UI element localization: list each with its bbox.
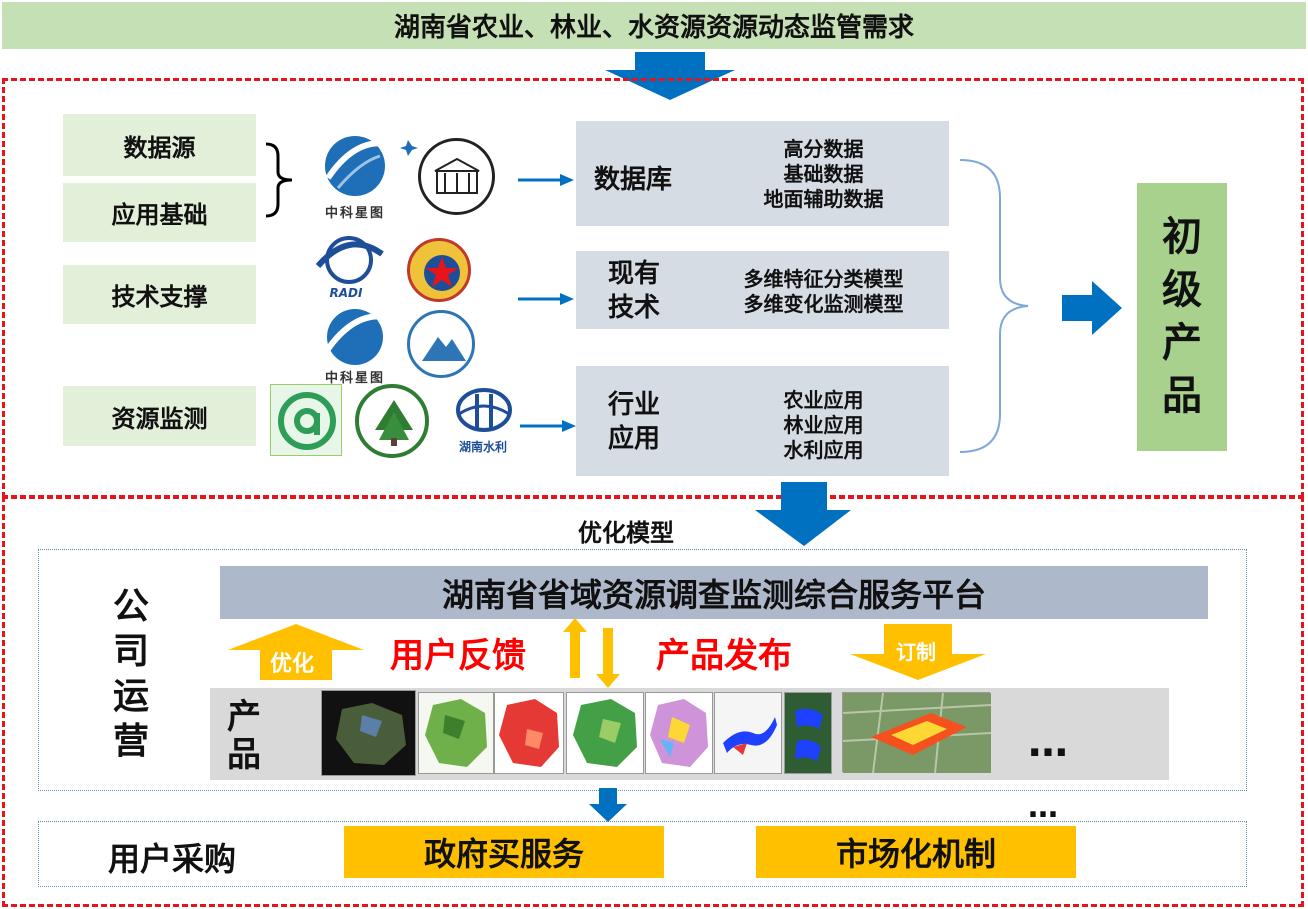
radi-logo: RADI	[314, 236, 384, 302]
zhongke-logo-1: 中科星图	[310, 128, 418, 223]
product-map-thumb-3	[494, 692, 564, 774]
feedback-up-arrow	[563, 618, 587, 678]
map-shape-icon-5	[650, 699, 708, 767]
forestry-university-logo	[407, 310, 475, 378]
map-shape-icon	[336, 703, 406, 765]
zhongke-logo-2: 中科星图	[310, 305, 410, 386]
lower-section-frame	[2, 496, 1304, 907]
database-line-1: 高分数据	[783, 137, 864, 161]
label-data-source: 数据源	[63, 114, 256, 176]
ellipsis-lower: …	[1028, 790, 1058, 825]
industry-line-3: 水利应用	[783, 438, 864, 462]
tech-line-2: 多维变化监测模型	[743, 292, 904, 316]
right-brace	[959, 159, 1029, 453]
database-box: 数据库 高分数据 基础数据 地面辅助数据	[576, 121, 949, 226]
product-map-thumb-4	[566, 692, 644, 774]
ops-dotted-frame	[38, 549, 1247, 791]
left-brace	[265, 142, 293, 218]
top-title-bar: 湖南省农业、林业、水资源资源动态监管需求	[2, 2, 1306, 49]
radi-swoosh-icon	[315, 236, 384, 284]
products-label: 产 品	[227, 697, 261, 775]
radi-caption: RADI	[329, 286, 363, 300]
map-shape-icon-2	[425, 699, 487, 767]
arrow-to-industry	[520, 420, 576, 432]
product-map-thumb-1	[321, 690, 416, 776]
database-label: 数据库	[594, 165, 673, 195]
industry-line-2: 林业应用	[783, 413, 864, 437]
industry-label: 行业 应用	[608, 390, 661, 454]
tech-box: 现有 技术 多维特征分类模型 多维变化监测模型	[576, 251, 949, 329]
hunan-water-logo: 湖南水利	[447, 388, 523, 456]
product-map-thumb-6	[714, 692, 782, 774]
map-shape-icon-6	[723, 717, 777, 755]
product-release-text: 产品发布	[656, 636, 792, 676]
right-arrow-to-product	[1062, 281, 1122, 335]
customize-arrow-label: 订制	[896, 640, 936, 664]
tech-line-1: 多维特征分类模型	[743, 267, 904, 291]
optimize-model-label: 优化模型	[578, 519, 674, 547]
product-map-thumb-7	[784, 692, 832, 774]
product-map-thumb-5	[645, 692, 713, 774]
product-map-thumb-2	[418, 692, 494, 774]
arrow-to-tech	[518, 293, 574, 305]
label-tech-support: 技术支撑	[63, 265, 256, 324]
release-down-arrow	[596, 628, 620, 688]
platform-bar: 湖南省省域资源调查监测综合服务平台	[220, 566, 1208, 619]
primary-product-box: 初 级 产 品	[1137, 183, 1227, 451]
database-line-3: 地面辅助数据	[763, 187, 884, 211]
customize-down-arrow	[850, 624, 986, 680]
aerial-field-icon	[842, 692, 992, 774]
tech-lines: 多维特征分类模型 多维变化监测模型	[716, 267, 931, 317]
agri-at-logo	[270, 384, 342, 456]
database-lines: 高分数据 基础数据 地面辅助数据	[736, 137, 911, 212]
company-ops-text: 公 司 运 营	[112, 586, 149, 762]
label-app-foundation: 应用基础	[63, 183, 256, 242]
zhongke-caption-2: 中科星图	[324, 371, 385, 386]
military-university-logo	[407, 238, 471, 302]
building-icon	[434, 157, 480, 194]
map-shape-icon-7	[795, 708, 823, 761]
globe-icon-2	[325, 309, 389, 365]
market-mechanism-box: 市场化机制	[756, 826, 1076, 878]
globe-icon	[325, 136, 418, 196]
optimize-up-arrow	[228, 624, 364, 680]
down-arrow-to-purchase	[589, 788, 627, 822]
industry-line-1: 农业应用	[783, 388, 864, 412]
hunan-forestry-logo	[355, 384, 429, 458]
university-seal-logo	[418, 138, 495, 215]
map-shape-icon-4	[573, 699, 637, 767]
purchase-dotted-frame	[38, 821, 1247, 887]
user-feedback-text: 用户反馈	[390, 636, 526, 676]
primary-product-text: 初 级 产 品	[1162, 214, 1202, 419]
gov-service-box: 政府买服务	[344, 826, 664, 878]
ellipsis-products: …	[1028, 720, 1072, 766]
user-purchase-label: 用户采购	[108, 840, 237, 878]
hunan-water-caption: 湖南水利	[458, 440, 507, 454]
mountain-icon	[422, 337, 466, 361]
map-shape-icon-3	[499, 699, 559, 767]
star-icon	[424, 255, 460, 291]
industry-lines: 农业应用 林业应用 水利应用	[751, 388, 896, 463]
down-arrow-top	[605, 52, 735, 100]
database-line-2: 基础数据	[783, 162, 864, 186]
arrow-to-database	[518, 174, 574, 186]
product-aerial-thumb	[842, 692, 992, 774]
water-drop-icon	[456, 388, 512, 432]
zhongke-caption-1: 中科星图	[324, 206, 385, 221]
industry-box: 行业 应用 农业应用 林业应用 水利应用	[576, 366, 949, 476]
label-resource-monitor: 资源监测	[63, 386, 256, 446]
optimize-arrow-label: 优化	[270, 652, 315, 677]
tech-label: 现有 技术	[608, 259, 661, 323]
at-sign-icon	[278, 392, 336, 450]
platform-title: 湖南省省域资源调查监测综合服务平台	[441, 575, 986, 614]
down-arrow-middle	[755, 482, 851, 546]
tree-icon	[375, 400, 413, 446]
top-title: 湖南省农业、林业、水资源资源动态监管需求	[393, 13, 914, 43]
